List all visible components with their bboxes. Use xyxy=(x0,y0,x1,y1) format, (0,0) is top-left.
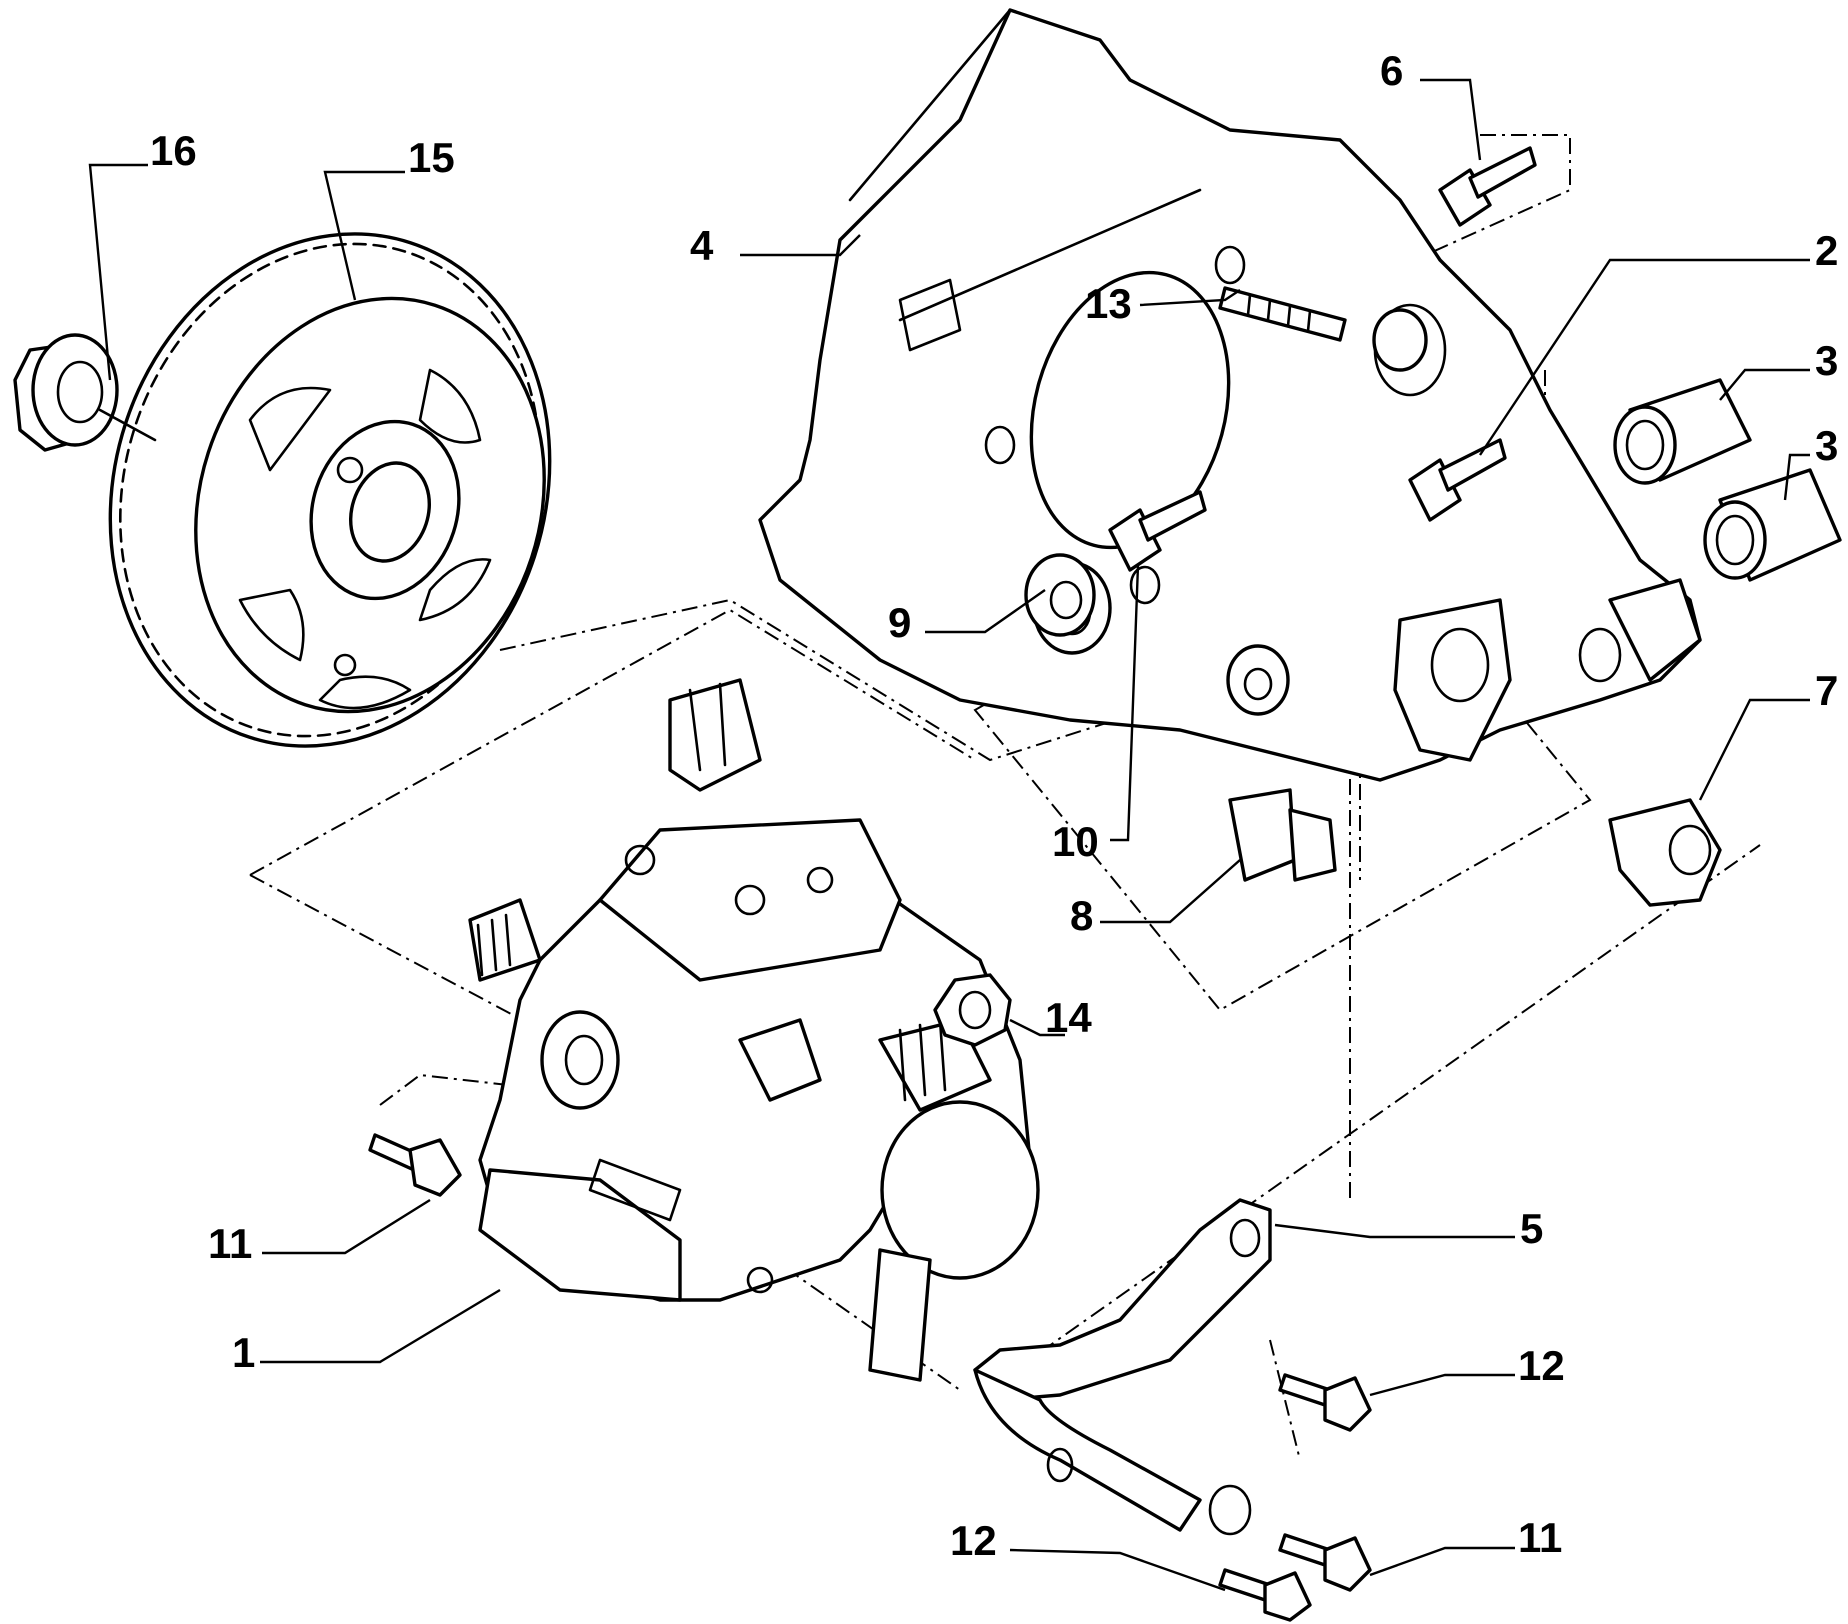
callout-9: 9 xyxy=(888,589,1046,646)
callout-7: 7 xyxy=(1698,667,1838,801)
callout-8: 8 xyxy=(1070,859,1241,939)
callout-14: 14 xyxy=(1009,994,1092,1041)
callout-label: 14 xyxy=(1045,994,1092,1041)
bolt-11-lower xyxy=(1278,1533,1372,1592)
callout-label: 8 xyxy=(1070,892,1093,939)
bolt-12-lower xyxy=(1218,1568,1312,1622)
callout-3b: 3 xyxy=(1783,422,1838,501)
callout-label: 3 xyxy=(1815,337,1838,384)
nut-14 xyxy=(933,973,1012,1047)
bolt-6 xyxy=(1438,146,1537,227)
callouts: 16 15 4 13 6 2 3 3 xyxy=(88,47,1838,1592)
callout-4: 4 xyxy=(690,222,861,269)
callout-13: 13 xyxy=(1085,280,1241,327)
bushing-upper xyxy=(1613,378,1752,485)
callout-label: 13 xyxy=(1085,280,1132,327)
callout-label: 11 xyxy=(1518,1514,1562,1561)
callout-label: 7 xyxy=(1815,667,1838,714)
callout-label: 1 xyxy=(232,1329,255,1376)
bolt-11-left xyxy=(368,1133,462,1197)
callout-11b: 11 xyxy=(1369,1514,1562,1577)
callout-label: 3 xyxy=(1815,422,1838,469)
callout-5: 5 xyxy=(1274,1205,1543,1252)
callout-6: 6 xyxy=(1380,47,1482,161)
callout-15: 15 xyxy=(323,134,455,301)
callout-label: 12 xyxy=(1518,1342,1565,1389)
sensor-8 xyxy=(1228,788,1337,882)
callout-label: 15 xyxy=(408,134,455,181)
gear-nut xyxy=(13,333,157,452)
callout-3a: 3 xyxy=(1719,337,1838,401)
callout-12a: 12 xyxy=(1369,1342,1565,1397)
high-pressure-pump xyxy=(468,678,1040,1382)
callout-label: 12 xyxy=(950,1517,997,1564)
callout-2: 2 xyxy=(1479,227,1838,456)
callout-label: 4 xyxy=(690,222,714,269)
washer-9 xyxy=(1024,553,1096,637)
bushing-7 xyxy=(1608,798,1722,907)
callout-label: 2 xyxy=(1815,227,1838,274)
support-arm xyxy=(973,1198,1272,1536)
timing-gear xyxy=(108,232,552,748)
bolt-10 xyxy=(1108,490,1207,572)
callout-11a: 11 xyxy=(208,1198,431,1267)
callout-10: 10 xyxy=(1052,564,1140,865)
callout-16: 16 xyxy=(88,127,197,381)
callout-12b: 12 xyxy=(950,1517,1226,1592)
bolt-12-upper xyxy=(1278,1373,1372,1432)
bolt-2 xyxy=(1408,438,1507,522)
pump-bracket xyxy=(758,8,1702,782)
callout-label: 16 xyxy=(150,127,197,174)
callout-label: 5 xyxy=(1520,1205,1543,1252)
callout-label: 11 xyxy=(208,1220,252,1267)
callout-label: 9 xyxy=(888,599,911,646)
callout-1: 1 xyxy=(232,1288,501,1376)
callout-label: 6 xyxy=(1380,47,1403,94)
callout-label: 10 xyxy=(1052,818,1099,865)
bushing-lower xyxy=(1703,468,1842,582)
